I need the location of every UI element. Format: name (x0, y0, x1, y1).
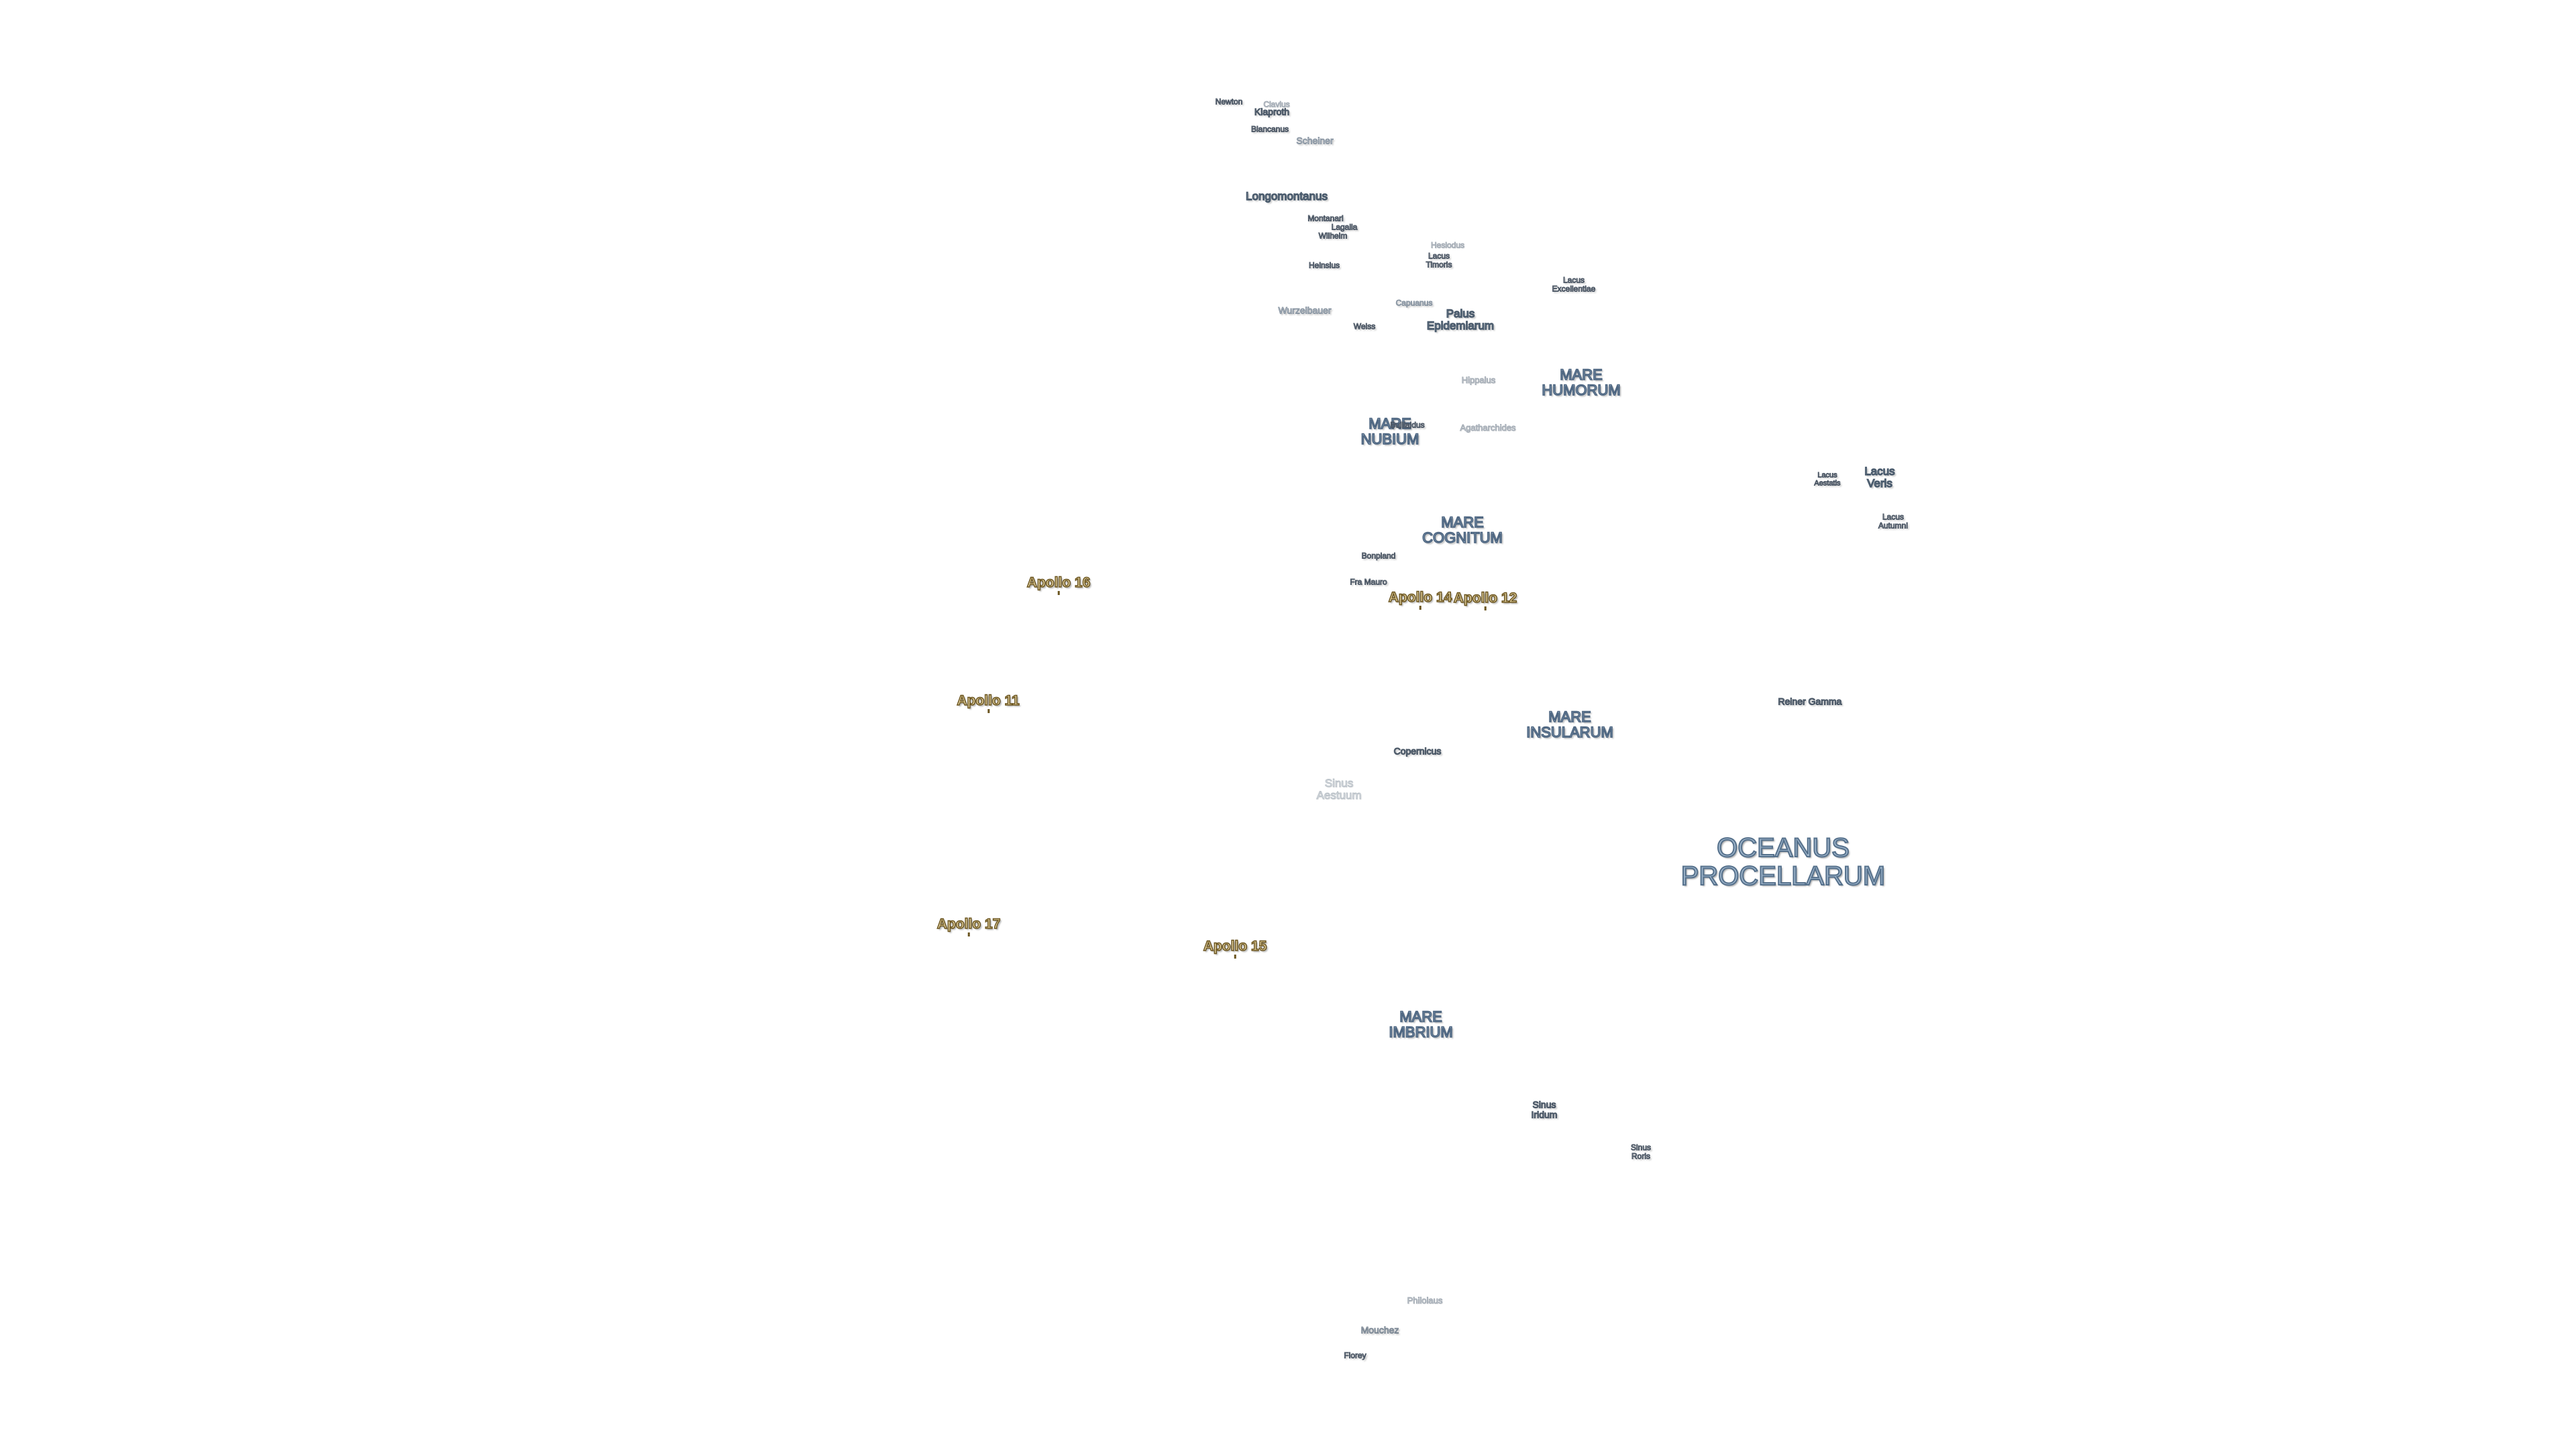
apollo-16-marker[interactable]: Apollo 16 (1026, 574, 1091, 596)
capuanus-label: Capuanus (1395, 298, 1433, 308)
reiner-gamma-label: Reiner Gamma (1778, 696, 1842, 707)
fra-mauro-label: Fra Mauro (1350, 577, 1387, 587)
montanari-label: Montanari (1307, 213, 1344, 223)
lagalla-label: Lagalla (1331, 222, 1358, 232)
heinsius-label: Heinsius (1308, 260, 1340, 270)
newton-label: Newton (1215, 97, 1243, 107)
blancanus-label: Blancanus (1250, 124, 1289, 134)
wurzelbauer-label: Wurzelbauer (1278, 305, 1332, 316)
apollo-12-marker[interactable]: Apollo 12 (1453, 590, 1517, 611)
clavius-label: Clavius (1263, 99, 1290, 109)
bonpland-label: Bonpland (1361, 551, 1396, 561)
apollo-15-marker[interactable]: Apollo 15 (1203, 938, 1267, 959)
hippalus-label: Hippalus (1461, 375, 1496, 386)
agatharchides-label: Agatharchides (1460, 423, 1516, 433)
longomontanus-label: Longomontanus (1245, 190, 1328, 203)
apollo-17-marker[interactable]: Apollo 17 (936, 916, 1001, 937)
mouchez-label: Mouchez (1360, 1324, 1399, 1336)
bullialdus-label: Bullialdus (1390, 420, 1425, 430)
scheiner-label: Scheiner (1296, 135, 1334, 146)
klaproth-label: Klaproth (1254, 106, 1290, 117)
wilhelm-label: Wilhelm (1318, 231, 1348, 241)
copernicus-label: Copernicus (1393, 745, 1442, 757)
philolaus-label: Philolaus (1407, 1295, 1443, 1306)
weiss-label: Weiss (1353, 321, 1376, 331)
hesiodus-label: Hesiodus (1430, 240, 1465, 250)
apollo-14-marker[interactable]: Apollo 14 (1388, 589, 1452, 610)
florey-label: Florey (1344, 1350, 1366, 1360)
apollo-11-marker[interactable]: Apollo 11 (957, 692, 1020, 714)
